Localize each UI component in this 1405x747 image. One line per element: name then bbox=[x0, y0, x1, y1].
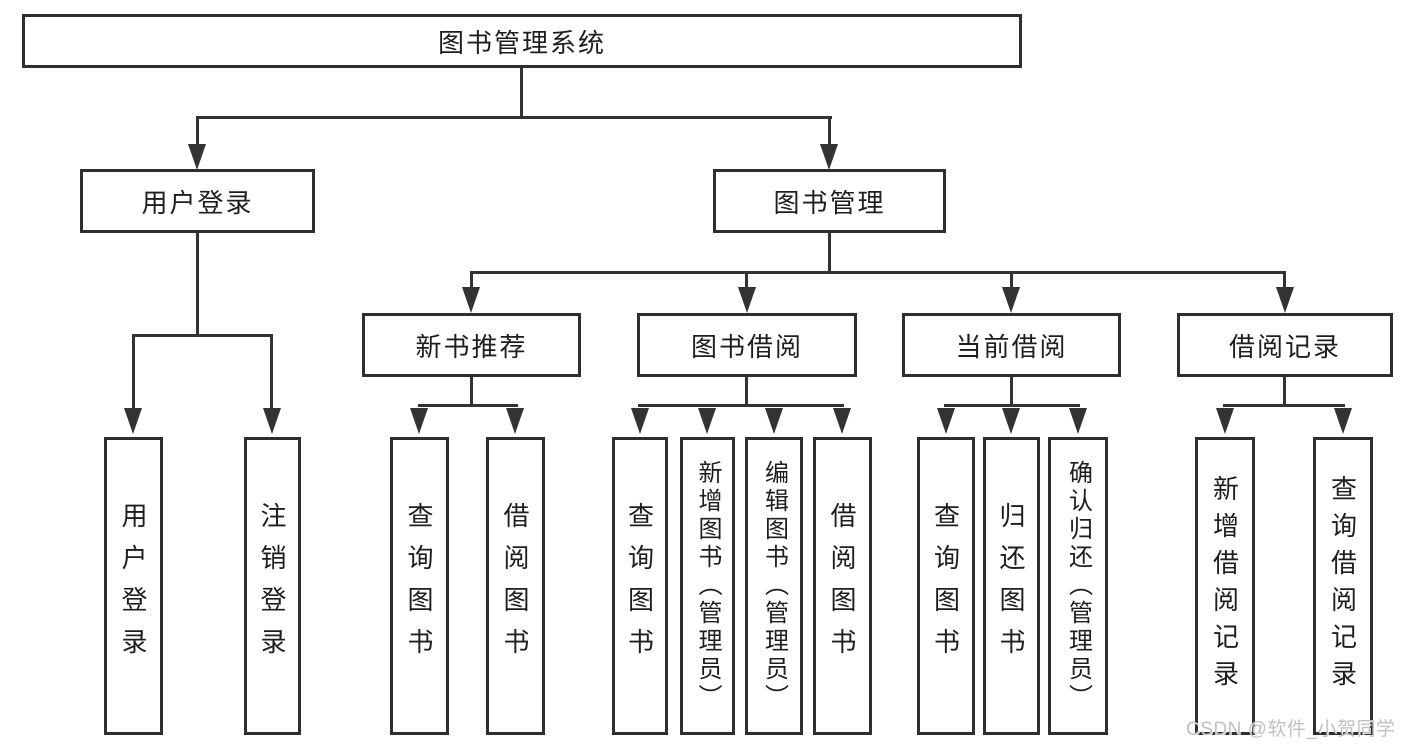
arrowhead-br-add bbox=[1216, 408, 1234, 434]
node-library-management-system: 图书管理系统 bbox=[22, 14, 1022, 68]
node-current-borrow: 当前借阅 bbox=[902, 313, 1121, 377]
connector-borrow-records-branch bbox=[1223, 404, 1345, 407]
arrowhead-nb-query bbox=[410, 408, 428, 434]
connector-drop-leaf-logout bbox=[270, 334, 273, 408]
connector-drop-borrow-records bbox=[1283, 271, 1286, 288]
node-borrow-records: 借阅记录 bbox=[1177, 313, 1393, 377]
connector-drop-new-book-rec bbox=[470, 271, 473, 288]
arrowhead-leaf-user-login bbox=[124, 408, 142, 434]
connector-root-branch bbox=[196, 116, 832, 119]
arrowhead-leaf-logout bbox=[263, 408, 281, 434]
connector-user-login-stem bbox=[196, 233, 199, 337]
arrowhead-current-borrow bbox=[1002, 287, 1020, 313]
arrowhead-bb-borrow bbox=[833, 408, 851, 434]
arrowhead-bb-add bbox=[698, 408, 716, 434]
node-leaf-bb-add-books-admin: 新增图书（管理员） bbox=[680, 437, 735, 735]
connector-book-borrow-stem bbox=[745, 377, 748, 406]
node-new-book-recommend: 新书推荐 bbox=[362, 313, 581, 377]
connector-drop-leaf-user-login bbox=[132, 334, 135, 408]
node-leaf-bb-borrow-books: 借阅图书 bbox=[813, 437, 872, 735]
arrowhead-borrow-records bbox=[1276, 287, 1294, 313]
node-user-login: 用户登录 bbox=[80, 169, 315, 233]
arrowhead-cb-confirm bbox=[1069, 408, 1087, 434]
arrowhead-book-mgmt bbox=[820, 144, 838, 170]
connector-user-login-branch bbox=[132, 334, 273, 337]
node-leaf-cb-query-books: 查询图书 bbox=[917, 437, 975, 735]
node-leaf-nb-borrow-books: 借阅图书 bbox=[486, 437, 545, 735]
node-leaf-bb-edit-books-admin: 编辑图书（管理员） bbox=[745, 437, 803, 735]
node-leaf-bb-query-books: 查询图书 bbox=[612, 437, 668, 735]
connector-drop-book-mgmt bbox=[828, 116, 831, 146]
arrowhead-cb-return bbox=[1002, 408, 1020, 434]
connector-book-borrow-branch bbox=[638, 404, 844, 407]
arrowhead-br-query bbox=[1334, 408, 1352, 434]
arrowhead-user-login bbox=[188, 144, 206, 170]
node-leaf-cb-confirm-return-admin: 确认归还（管理员） bbox=[1048, 437, 1108, 735]
node-leaf-cb-return-books: 归还图书 bbox=[983, 437, 1040, 735]
connector-book-mgmt-stem bbox=[828, 233, 831, 273]
node-leaf-br-query-record: 查询借阅记录 bbox=[1313, 437, 1373, 735]
node-book-borrow: 图书借阅 bbox=[637, 313, 857, 377]
csdn-watermark: CSDN @软件_小贺同学 bbox=[1186, 719, 1396, 740]
node-leaf-logout: 注销登录 bbox=[244, 437, 301, 735]
node-leaf-user-login: 用户登录 bbox=[104, 437, 163, 735]
arrowhead-book-borrow bbox=[738, 287, 756, 313]
arrowhead-nb-borrow bbox=[506, 408, 524, 434]
connector-drop-user-login bbox=[196, 116, 199, 146]
arrowhead-new-book-rec bbox=[462, 287, 480, 313]
connector-new-book-rec-branch bbox=[418, 404, 518, 407]
node-leaf-nb-query-books: 查询图书 bbox=[390, 437, 449, 735]
node-leaf-br-add-record: 新增借阅记录 bbox=[1195, 437, 1255, 735]
connector-book-mgmt-branch bbox=[470, 271, 1286, 274]
connector-new-book-rec-stem bbox=[470, 377, 473, 406]
connector-current-borrow-stem bbox=[1010, 377, 1013, 406]
connector-drop-book-borrow bbox=[745, 271, 748, 288]
arrowhead-cb-query bbox=[937, 408, 955, 434]
connector-borrow-records-stem bbox=[1283, 377, 1286, 406]
arrowhead-bb-query bbox=[631, 408, 649, 434]
connector-current-borrow-branch bbox=[944, 404, 1080, 407]
arrowhead-bb-edit bbox=[765, 408, 783, 434]
node-book-management: 图书管理 bbox=[713, 169, 946, 233]
connector-root-stem bbox=[520, 68, 523, 118]
connector-drop-current-borrow bbox=[1010, 271, 1013, 288]
